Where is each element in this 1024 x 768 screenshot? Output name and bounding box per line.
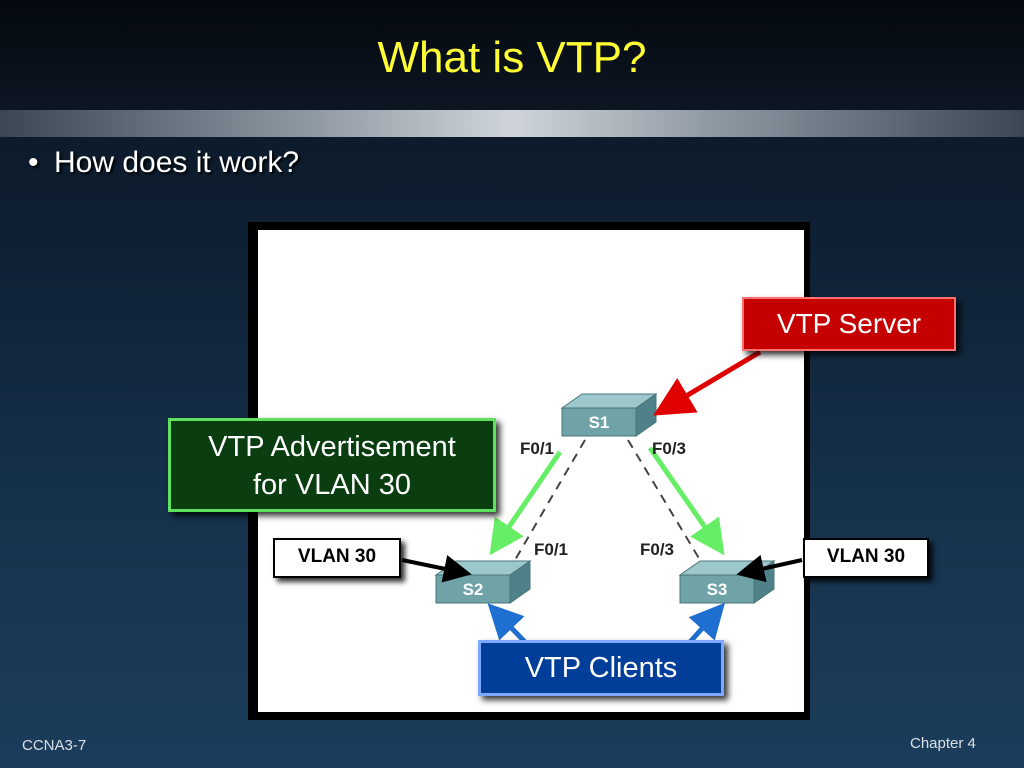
advertisement-line-2: for VLAN 30 bbox=[253, 469, 411, 501]
bullet-text: How does it work? bbox=[54, 146, 300, 179]
title-divider-bar bbox=[0, 110, 1024, 137]
port-label-s1-f01: F0/1 bbox=[520, 439, 555, 458]
port-label-s2-f01: F0/1 bbox=[534, 540, 569, 559]
server-arrow bbox=[653, 349, 762, 416]
footer-course: CCNA3-7 bbox=[22, 737, 87, 754]
port-label-s3-f03: F0/3 bbox=[640, 540, 675, 559]
advert-arrow-to-s2 bbox=[489, 450, 563, 556]
link-s1-s2 bbox=[514, 439, 586, 561]
vlan-right-arrow bbox=[736, 554, 803, 583]
slide-title: What is VTP? bbox=[377, 33, 647, 82]
advert-arrow-to-s3 bbox=[647, 446, 725, 556]
link-s1-s3 bbox=[627, 439, 701, 561]
title-band bbox=[0, 0, 1024, 110]
footer-chapter: Chapter 4 bbox=[910, 735, 976, 752]
switch-s1-label: S1 bbox=[588, 413, 610, 432]
bullet-dot-icon: • bbox=[28, 146, 39, 179]
clients-arrow-to-s2 bbox=[487, 603, 527, 644]
vlan-left-arrow bbox=[401, 555, 472, 583]
vlan-label-s3: VLAN 30 bbox=[803, 538, 929, 578]
port-label-s1-f03: F0/3 bbox=[652, 439, 687, 458]
advertisement-line-1: VTP Advertisement bbox=[208, 431, 456, 463]
switch-s3-label: S3 bbox=[706, 580, 728, 599]
vtp-advertisement-callout: VTP Advertisement for VLAN 30 bbox=[168, 418, 496, 512]
vtp-server-callout: VTP Server bbox=[742, 297, 956, 351]
clients-arrow-to-s3 bbox=[688, 602, 725, 644]
switch-s2-label: S2 bbox=[462, 580, 484, 599]
vlan-label-s2: VLAN 30 bbox=[273, 538, 401, 578]
vtp-clients-callout: VTP Clients bbox=[478, 640, 724, 696]
bullet-item: • How does it work? bbox=[28, 146, 299, 180]
